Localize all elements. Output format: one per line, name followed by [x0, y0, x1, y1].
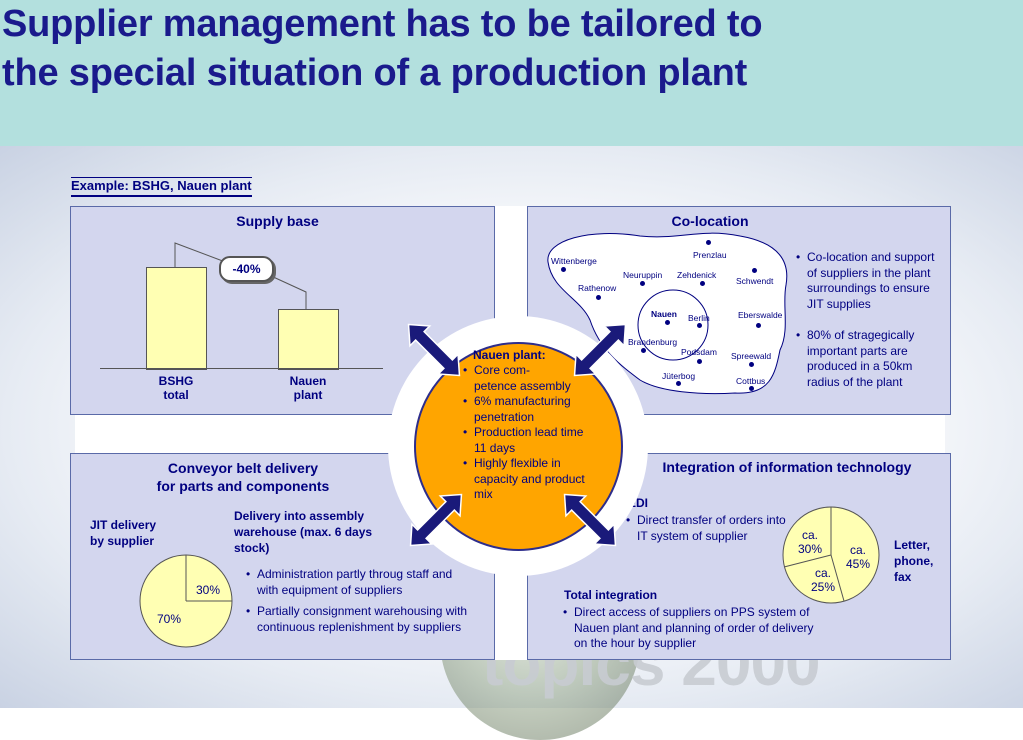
city-podsdam: Podsdam	[681, 347, 717, 357]
city-cottbus: Cottbus	[736, 376, 766, 386]
city-prenzlau: Prenzlau	[693, 250, 727, 260]
bar-label-nauen: Nauen plant	[289, 374, 327, 402]
warehouse-label: Delivery into assembly warehouse (max. 6…	[234, 509, 373, 555]
center-heading: Nauen plant:	[473, 348, 546, 362]
city-juterbog: Jüterbog	[662, 371, 696, 381]
city-eberswalde: Eberswalde	[738, 310, 783, 320]
jit-label: JIT delivery by supplier	[90, 518, 157, 548]
pie-label-25: ca. 25%	[810, 566, 836, 594]
supply-axis	[100, 368, 383, 369]
city-dot	[561, 267, 566, 272]
center-bullets: Core com- petence assembly 6% manufactur…	[463, 363, 598, 503]
city-dot	[697, 359, 702, 364]
total-integration-bullet: Direct access of suppliers on PPS system…	[563, 605, 823, 652]
city-berlin: Berlin	[688, 313, 710, 323]
pie-label-30: ca. 30%	[797, 528, 823, 556]
city-dot	[665, 320, 670, 325]
city-rathenow: Rathenow	[578, 283, 617, 293]
city-dot	[749, 362, 754, 367]
city-dot	[641, 348, 646, 353]
center-content: Nauen plant: Core com- petence assembly …	[463, 348, 598, 503]
city-neuruppin: Neuruppin	[623, 270, 663, 280]
edi-bullets: Direct transfer of orders into IT system…	[626, 513, 786, 544]
city-dot	[700, 281, 705, 286]
city-dot	[752, 268, 757, 273]
integration-pie	[782, 506, 880, 604]
center-bullet: Highly flexible in capacity and product …	[463, 456, 598, 503]
city-wittenberge: Wittenberge	[551, 256, 597, 266]
city-dot	[596, 295, 601, 300]
supply-base-title: Supply base	[236, 213, 319, 229]
center-bullet: Core com- petence assembly	[463, 363, 598, 394]
example-label: Example: BSHG, Nauen plant	[71, 177, 252, 197]
center-bullet: 6% manufacturing penetration	[463, 394, 598, 425]
colocation-bullet: 80% of stragegically important parts are…	[796, 328, 946, 390]
center-bullet: Production lead time 11 days	[463, 425, 598, 456]
pie-label-30: 30%	[196, 583, 221, 597]
total-integration-bullets: Direct access of suppliers on PPS system…	[563, 605, 823, 652]
integration-title: Integration of information technology	[662, 459, 912, 475]
bar-label-bshg: BSHG total	[158, 374, 194, 402]
arrow-top-right	[563, 313, 637, 387]
city-dot	[676, 381, 681, 386]
conveyor-bullet: Administration partly throug staff and w…	[246, 567, 476, 598]
header-banner	[0, 0, 1023, 146]
pie-label-70: 70%	[157, 612, 182, 626]
conveyor-bullets: Administration partly throug staff and w…	[246, 567, 476, 635]
title-line-2: the special situation of a production pl…	[2, 52, 748, 94]
city-spreewald: Spreewald	[731, 351, 772, 361]
letter-label: Letter, phone, fax	[894, 538, 934, 584]
supply-bar-nauen	[278, 309, 339, 370]
colocation-bullets: Co-location and support of suppliers in …	[796, 250, 946, 390]
arrow-bottom-right	[553, 483, 627, 557]
edi-bullet: Direct transfer of orders into IT system…	[626, 513, 786, 544]
conveyor-pie	[139, 554, 233, 648]
colocation-title: Co-location	[671, 213, 749, 229]
supply-bar-bshg	[146, 267, 207, 370]
conveyor-title: Conveyor belt delivery for parts and com…	[156, 460, 330, 494]
page-title: Supplier management has to be tailored t…	[2, 0, 763, 98]
supply-connector-lines	[174, 242, 307, 309]
city-dot	[749, 386, 754, 391]
arrow-top-left	[397, 313, 471, 387]
reduction-badge: -40%	[219, 256, 274, 282]
city-dot	[640, 281, 645, 286]
arrow-bottom-left	[399, 483, 473, 557]
city-dot	[697, 323, 702, 328]
total-integration-label: Total integration	[564, 588, 658, 602]
city-zehdenick: Zehdenick	[677, 270, 717, 280]
city-brandenburg: Brandenburg	[628, 337, 678, 347]
city-nauen: Nauen	[651, 309, 677, 319]
title-line-1: Supplier management has to be tailored t…	[2, 3, 763, 45]
colocation-bullet: Co-location and support of suppliers in …	[796, 250, 946, 312]
pie-label-45: ca. 45%	[845, 543, 871, 571]
city-dot	[756, 323, 761, 328]
city-schwendt: Schwendt	[736, 276, 774, 286]
city-dot	[706, 240, 711, 245]
diagonal-arrows	[397, 313, 637, 557]
conveyor-bullet: Partially consignment warehousing with c…	[246, 604, 476, 635]
